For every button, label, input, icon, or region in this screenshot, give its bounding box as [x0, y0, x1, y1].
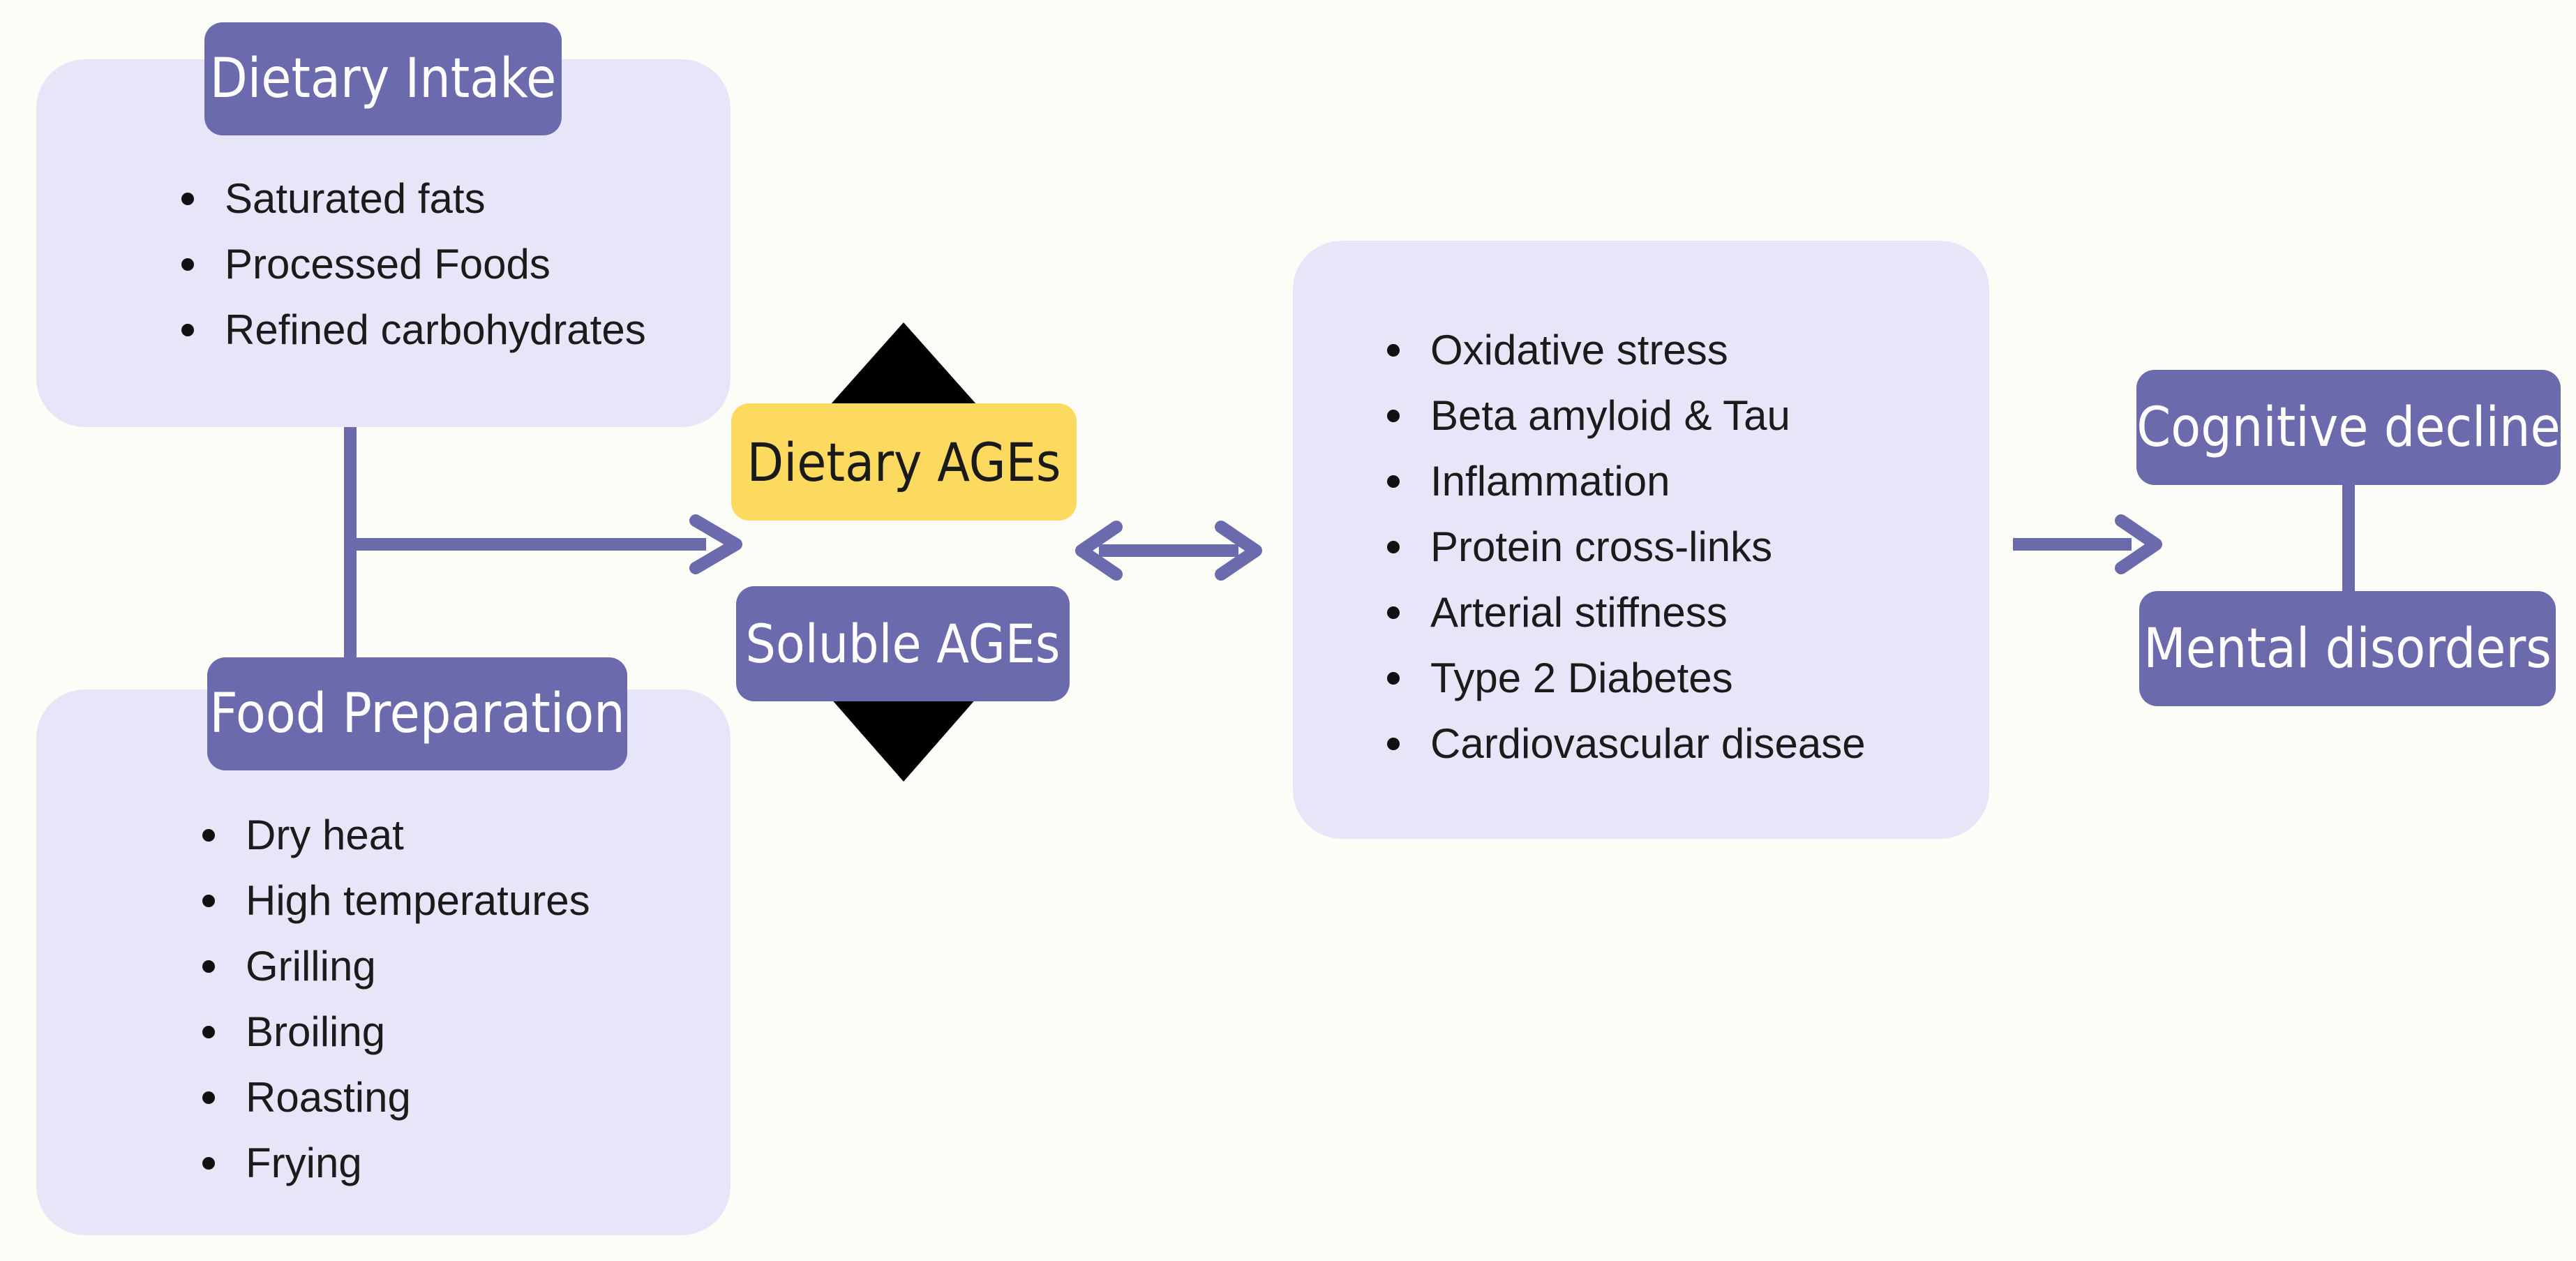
left-horizontal-connector: [350, 538, 706, 551]
dietary-ages-tag: Dietary AGEs: [731, 403, 1077, 521]
list-item: Dry heat: [197, 803, 590, 868]
effects-panel: [1293, 241, 1989, 839]
double-arrow-right-icon: [1215, 521, 1262, 581]
effects-list: Oxidative stress Beta amyloid & Tau Infl…: [1381, 318, 1866, 777]
list-item: Grilling: [197, 934, 590, 999]
cognitive-decline-tag: Cognitive decline: [2136, 370, 2561, 485]
arrow-to-outcomes-icon: [2115, 514, 2162, 574]
list-item: Cardiovascular disease: [1381, 711, 1866, 777]
list-item: Type 2 Diabetes: [1381, 646, 1866, 711]
food-preparation-title: Food Preparation: [207, 657, 627, 770]
double-arrow-shaft: [1099, 544, 1238, 557]
food-preparation-list: Dry heat High temperatures Grilling Broi…: [197, 803, 590, 1196]
list-item: Protein cross-links: [1381, 514, 1866, 580]
dietary-intake-list: Saturated fats Processed Foods Refined c…: [176, 166, 646, 363]
list-item: Arterial stiffness: [1381, 580, 1866, 646]
diamond-top-marker: [830, 322, 977, 405]
double-arrow-left-icon: [1075, 521, 1123, 581]
list-item: Refined carbohydrates: [176, 297, 646, 363]
list-item: Frying: [197, 1131, 590, 1196]
mental-disorders-tag: Mental disorders: [2139, 591, 2556, 706]
list-item: Beta amyloid & Tau: [1381, 383, 1866, 449]
list-item: Roasting: [197, 1065, 590, 1131]
food-preparation-panel: [36, 689, 731, 1235]
list-item: High temperatures: [197, 868, 590, 934]
outcomes-vertical-connector: [2342, 482, 2355, 593]
dietary-intake-title: Dietary Intake: [204, 22, 562, 135]
list-item: Oxidative stress: [1381, 318, 1866, 383]
list-item: Inflammation: [1381, 449, 1866, 514]
outcome-arrow-shaft: [2013, 538, 2132, 551]
list-item: Broiling: [197, 999, 590, 1065]
list-item: Saturated fats: [176, 166, 646, 232]
diamond-bottom-marker: [830, 698, 977, 782]
arrow-to-ages-icon: [689, 514, 742, 574]
list-item: Processed Foods: [176, 232, 646, 297]
soluble-ages-tag: Soluble AGEs: [736, 586, 1070, 701]
